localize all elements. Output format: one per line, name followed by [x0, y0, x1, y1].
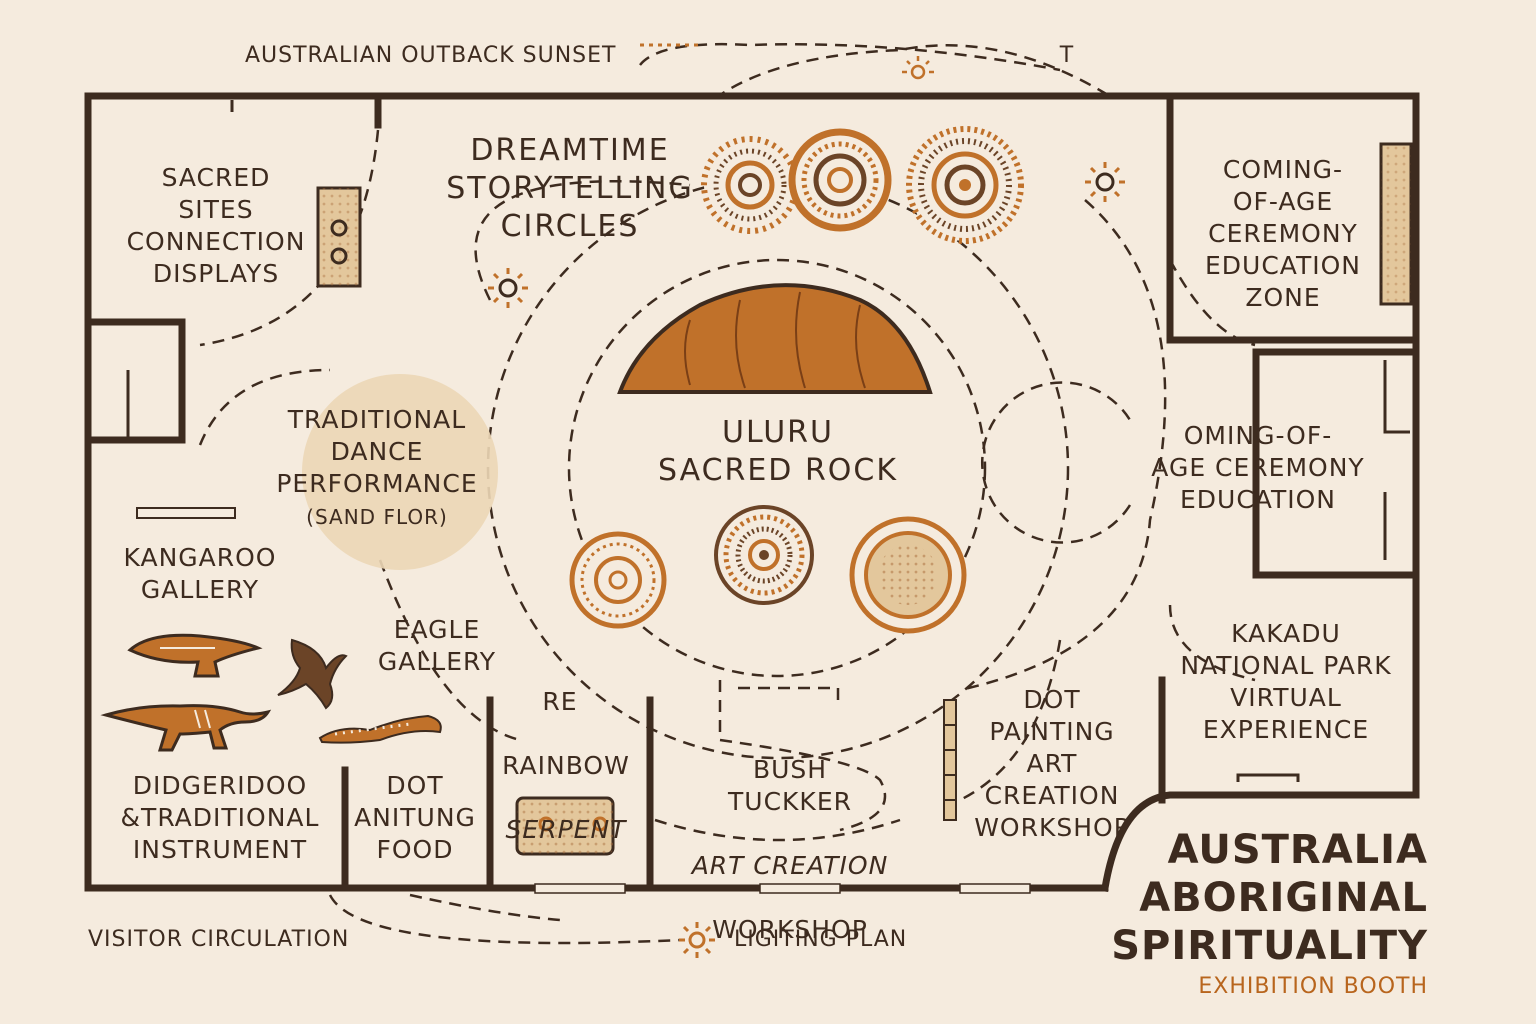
- zone-rainbow-serpent-mark: RE: [542, 687, 578, 716]
- dot-painting-label: DOT PAINTING: [989, 685, 1115, 746]
- snake-figure-icon: [318, 714, 442, 744]
- zone-traditional-dance-performance: TRADITIONAL DANCE PERFORMANCE: [276, 405, 478, 498]
- dot-painting-workshop-label: ART CREATION WORKSHOP: [974, 749, 1130, 842]
- exhibition-title: AUSTRALIA ABORIGINAL SPIRITUALITY: [1111, 827, 1428, 969]
- dreamtime-dot-circles: [701, 126, 1024, 244]
- zone-rainbow-serpent: RAINBOW SERPENT: [486, 718, 646, 846]
- zone-kangaroo-gallery: KANGAROO GALLERY: [123, 543, 277, 604]
- bush-workshop-label: WORKSHOP: [712, 915, 868, 944]
- zone-dot-painting-workshop: DOT PAINTING ART CREATION WORKSHOP: [962, 652, 1142, 876]
- sun-icon: [488, 268, 528, 308]
- zone-coming-of-age-ceremony-education-area: OMING-OF- AGE CEREMONY EDUCATION: [1151, 421, 1365, 514]
- sun-icon: [679, 922, 715, 958]
- eagle-figure-icon: [277, 638, 348, 710]
- lower-dot-circles: [569, 505, 967, 634]
- sun-icon: [1085, 162, 1125, 202]
- sand-floor-area: [302, 374, 498, 570]
- display-panel-icon: [943, 699, 957, 821]
- legend-visitor-circulation: VISITOR CIRCULATION: [88, 927, 350, 952]
- rainbow-label: RAINBOW: [502, 751, 630, 780]
- bush-art-creation-label: ART CREATION: [691, 851, 889, 880]
- exhibition-subtitle: EXHIBITION BOOTH: [1198, 974, 1428, 999]
- zone-sacred-sites-connection-displays: SACRED SITES CONNECTION DISPLAYS: [126, 163, 306, 288]
- sun-icon: [902, 56, 934, 80]
- zone-bush-tucker-workshop: BUSH TUCKKER ART CREATION WORKSHOP: [680, 722, 900, 946]
- display-panel-icon: [316, 186, 362, 288]
- zone-kakadu-national-park: KAKADU NATIONAL PARK VIRTUAL EXPERIENCE: [1180, 619, 1392, 744]
- serpent-label: SERPENT: [505, 815, 627, 844]
- zone-dreamtime-storytelling-circles: DREAMTIME STORYTELLING CIRCLES: [446, 133, 694, 244]
- header-mark: T: [1059, 43, 1075, 68]
- bush-tucker-label: BUSH TUCKKER: [728, 755, 852, 816]
- legend-lighting-plan: LIGITING PLAN: [734, 927, 908, 952]
- display-panel-icon: [515, 796, 615, 856]
- header-note: AUSTRALIAN OUTBACK SUNSET: [245, 43, 617, 68]
- zone-coming-of-age-ceremony-education: COMING- OF-AGE CEREMONY EDUCATION ZONE: [1205, 155, 1361, 312]
- zone-didgeridoo-traditional-instrument: DIDGERIDOO &TRADITIONAL INSTRUMENT: [120, 771, 320, 864]
- sand-floor-note: (SAND FLOR): [306, 505, 448, 529]
- zone-uluru-sacred-rock: ULURU SACRED ROCK: [657, 415, 899, 488]
- zone-eagle-gallery: EAGLE GALLERY: [377, 615, 497, 676]
- lizard-figure-icon: [100, 704, 272, 752]
- uluru-rock-icon: [617, 283, 933, 394]
- kangaroo-figure-icon: [127, 633, 263, 678]
- zone-dot-anitung-food: DOT ANITUNG FOOD: [354, 771, 476, 864]
